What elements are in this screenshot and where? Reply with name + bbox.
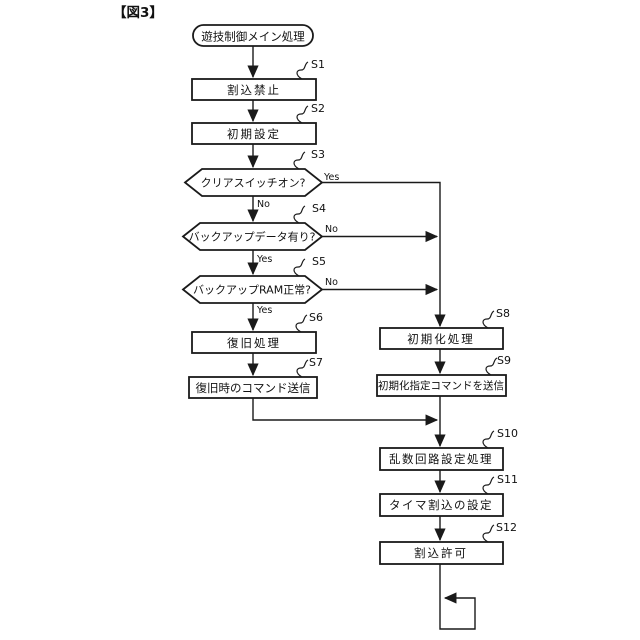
process-box-s1 (191, 78, 317, 101)
node-s8: 初期化処理 S8 (379, 307, 510, 350)
process-label-s6: 復旧処理 (227, 336, 281, 350)
decision-hexagon-s5 (181, 275, 324, 304)
branch-label-yes-s3: Yes (323, 172, 339, 183)
step-id-s1: S1 (311, 58, 325, 71)
leader-squiggle-s10 (482, 430, 495, 449)
decision-hexagon-s3 (183, 168, 324, 197)
node-s5: バックアップRAM正常? S5 (181, 255, 326, 304)
decision-label-s3: クリアスイッチオン? (201, 177, 306, 190)
figure-title: 【図3】 (113, 5, 163, 21)
process-label-s2: 初期設定 (227, 127, 281, 141)
leader-squiggle-s6 (295, 314, 308, 333)
step-id-s6: S6 (309, 311, 323, 324)
process-label-s7: 復旧時のコマンド送信 (196, 381, 311, 395)
node-s3: クリアスイッチオン? S3 (183, 148, 325, 197)
branch-label-yes-s5: Yes (256, 305, 272, 316)
branch-label-no-s3: No (257, 199, 270, 210)
branch-labels: Yes No No Yes No Yes (256, 172, 339, 316)
step-id-s2: S2 (311, 102, 325, 115)
leader-squiggle-s9 (485, 357, 498, 376)
leader-squiggle-s2 (296, 105, 309, 124)
connector-s7-merge (252, 398, 439, 426)
node-s10: 乱数回路設定処理 S10 (379, 427, 518, 471)
branch-label-yes-s4: Yes (256, 254, 272, 265)
node-s11: タイマ割込の設定 S11 (379, 473, 518, 517)
process-label-s1: 割込禁止 (227, 83, 281, 97)
step-id-s8: S8 (496, 307, 510, 320)
step-id-s5: S5 (312, 255, 326, 268)
branch-label-no-s4: No (325, 224, 338, 235)
start-terminal-label: 遊技制御メイン処理 (201, 30, 305, 44)
leader-squiggle-s11 (482, 476, 495, 495)
connector-s12-loop (439, 564, 476, 630)
leader-squiggle-s7 (296, 359, 309, 378)
node-s4: バックアップデータ有り? S4 (181, 202, 326, 251)
node-s2: 初期設定 S2 (191, 102, 325, 145)
process-label-s10: 乱数回路設定処理 (389, 452, 493, 466)
leader-squiggle-s4 (293, 205, 306, 224)
step-id-s3: S3 (311, 148, 325, 161)
process-box-s6 (191, 331, 317, 354)
step-id-s11: S11 (497, 473, 518, 486)
node-s12: 割込許可 S12 (379, 521, 517, 565)
branch-label-no-s5: No (325, 277, 338, 288)
leader-squiggle-s5 (293, 258, 306, 277)
process-box-s2 (191, 122, 317, 145)
node-s9: 初期化指定コマンドを送信 S9 (376, 354, 511, 397)
process-label-s11: タイマ割込の設定 (389, 498, 493, 512)
process-box-s11 (379, 493, 504, 517)
process-box-s10 (379, 447, 504, 471)
leader-squiggle-s8 (482, 310, 495, 329)
process-label-s8: 初期化処理 (407, 332, 475, 346)
process-box-s9 (376, 374, 507, 397)
leader-squiggle-s1 (296, 61, 309, 80)
process-label-s9: 初期化指定コマンドを送信 (378, 379, 504, 392)
process-box-s8 (379, 327, 504, 350)
start-terminal-shape (192, 24, 314, 47)
node-s6: 復旧処理 S6 (191, 311, 323, 354)
step-id-s10: S10 (497, 427, 518, 440)
decision-hexagon-s4 (181, 222, 324, 251)
process-box-s7 (188, 376, 318, 399)
decision-label-s5: バックアップRAM正常? (193, 284, 311, 297)
leader-squiggle-s3 (293, 151, 306, 170)
process-label-s12: 割込許可 (414, 546, 468, 560)
node-s1: 割込禁止 S1 (191, 58, 325, 101)
leader-squiggle-s12 (482, 524, 495, 543)
step-id-s4: S4 (312, 202, 326, 215)
start-terminal: 遊技制御メイン処理 (192, 24, 314, 47)
process-box-s12 (379, 541, 504, 565)
connector-s3-yes-s8 (322, 181, 446, 328)
step-id-s9: S9 (497, 354, 511, 367)
node-s7: 復旧時のコマンド送信 S7 (188, 356, 323, 399)
step-id-s12: S12 (496, 521, 517, 534)
connectors (247, 46, 476, 630)
decision-label-s4: バックアップデータ有り? (189, 230, 316, 244)
step-id-s7: S7 (309, 356, 323, 369)
